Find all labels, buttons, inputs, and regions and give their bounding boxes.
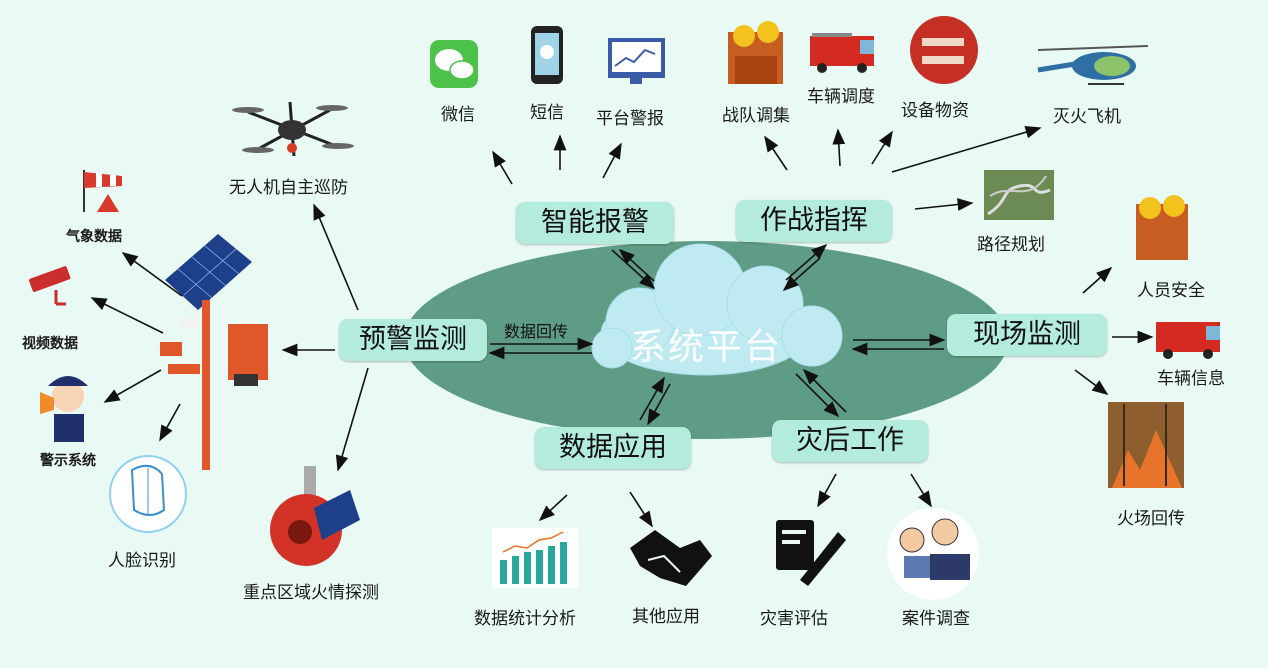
windsock-icon [83,170,122,212]
arrow-to-warning [103,369,162,403]
arrow-to-platform-alarm [602,142,622,179]
case-cartoon-icon [887,508,979,600]
label-platform-alarm: 平台警报 [596,109,664,129]
label-personnel-safety: 人员安全 [1137,281,1205,301]
label-key-area-fire: 重点区域火情探测 [243,583,379,603]
arrow-to-drone [313,203,359,311]
arrow-to-detector [335,367,369,472]
wechat-icon [430,40,478,88]
label-route-plan: 路径规划 [977,235,1045,255]
label-face-recognition: 人脸识别 [108,551,176,571]
drone-icon [232,101,354,157]
arrow-to-other [629,491,653,528]
arrow-to-analysis [538,494,568,522]
arrow-to-fire-return [1074,369,1109,395]
document-sign-icon [776,520,846,586]
face-scan-icon [109,455,187,533]
arrow-to-team [764,135,788,171]
label-case-investigation: 案件调查 [902,609,970,629]
arrow-to-plane [891,125,1042,173]
label-video-data: 视频数据 [22,336,78,352]
fire-detector-icon [270,466,360,566]
label-data-analysis: 数据统计分析 [474,609,576,629]
arrow-to-weather [121,252,183,297]
label-fire-plane: 灭火飞机 [1053,107,1121,127]
node-command: 作战指挥 [736,200,892,242]
cloud-shape [591,243,843,376]
node-data-app: 数据应用 [535,427,691,469]
node-early-warning: 预警监测 [339,319,487,361]
arrow-to-personnel [1082,266,1113,294]
label-weather-data: 气象数据 [66,229,122,245]
monitor-icon [608,38,665,84]
fire-truck-icon [810,33,874,73]
label-drone-patrol: 无人机自主巡防 [229,178,348,198]
platform-center-label: 系统平台 [630,327,783,368]
label-equipment: 设备物资 [901,101,969,121]
label-disaster-eval: 灾害评估 [760,609,828,629]
arrow-to-wechat [492,150,513,185]
arrow-to-eval [817,473,837,508]
forest-fire-icon [1108,402,1184,488]
equipment-icon [910,16,978,84]
vehicle-info-truck-icon [1156,322,1220,359]
label-fire-return: 火场回传 [1117,509,1185,529]
firefighter-icon [728,21,783,84]
label-vehicle-info: 车辆信息 [1157,369,1225,389]
label-sms: 短信 [530,103,564,123]
arrow-to-case [910,473,932,508]
arrow-to-video [90,297,164,334]
arrow-to-face [159,403,181,442]
node-smart-alarm: 智能报警 [516,202,674,244]
label-vehicle-dispatch: 车辆调度 [807,87,875,107]
label-wechat: 微信 [441,105,475,125]
police-icon [40,376,88,442]
arrow-to-equipment [871,130,893,165]
mountain-road-icon [984,170,1054,220]
data-return-label: 数据回传 [504,322,569,341]
label-warning-system: 警示系统 [40,453,96,469]
bar-chart-icon [492,528,578,588]
node-onsite-monitor: 现场监测 [947,314,1107,356]
phone-icon [531,26,563,84]
cctv-camera-icon [29,266,71,306]
node-post-disaster: 灾后工作 [772,420,928,462]
helicopter-icon [1037,45,1149,85]
label-other-apps: 其他应用 [632,607,700,627]
arrow-to-route [914,198,974,211]
arrow-to-vehicle [832,128,846,167]
handshake-icon [630,530,712,586]
solar-tower-icon [160,234,268,470]
label-team-dispatch: 战队调集 [722,106,790,126]
firefighter-personnel-icon [1136,195,1188,260]
